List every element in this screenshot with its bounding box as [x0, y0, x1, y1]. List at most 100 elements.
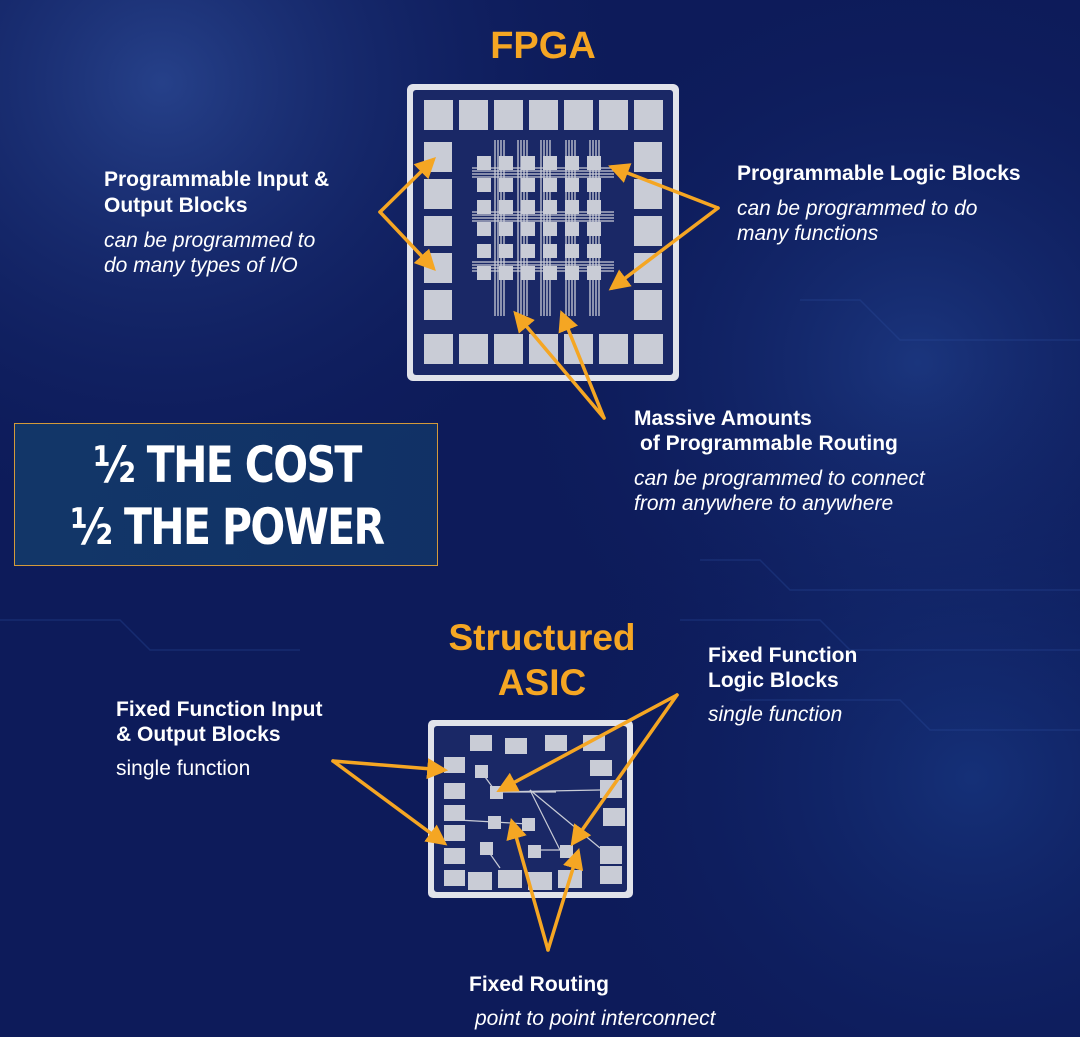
fpga-title: FPGA — [490, 25, 596, 67]
asic-io-block — [583, 735, 605, 751]
asic-io-block — [528, 872, 552, 890]
arrow-fpga-io-top — [378, 157, 436, 214]
asic-io-desc: single function — [116, 757, 251, 780]
fpga-io-block — [564, 100, 593, 130]
fpga-logic-block — [477, 178, 491, 192]
fpga-logic-block — [521, 178, 535, 192]
fpga-logic-block — [521, 244, 535, 258]
asic-routing-wire — [529, 789, 561, 851]
asic-logic-desc: single function — [708, 703, 843, 726]
fpga-io-block — [634, 100, 663, 130]
asic-io-title-line1: Fixed Function Input — [116, 698, 323, 721]
fpga-logic-block — [499, 244, 513, 258]
fpga-io-desc-line2: do many types of I/O — [104, 254, 298, 277]
fpga-logic-block — [477, 244, 491, 258]
arrow-asic-logic-bottom — [570, 693, 679, 847]
fpga-io-block — [424, 290, 452, 320]
arrows — [331, 157, 720, 952]
asic-io-block — [498, 870, 522, 888]
asic-logic-block — [475, 765, 488, 778]
arrow-fpga-logic-bottom — [608, 206, 720, 291]
asic-title-line1: Structured — [448, 617, 636, 658]
fpga-routing-desc-line2: from anywhere to anywhere — [634, 492, 894, 515]
fpga-io-block — [424, 216, 452, 246]
asic-logic-block — [560, 845, 573, 858]
cost-power-banner: ½ THE COST ½ THE POWER — [14, 423, 438, 566]
fpga-io-block — [494, 334, 523, 364]
fpga-io-title-line1: Programmable Input & — [104, 168, 330, 191]
asic-logic-block — [522, 818, 535, 831]
asic-io-block — [444, 783, 465, 799]
asic-io-block — [600, 846, 622, 864]
asic-logic-block — [488, 816, 501, 829]
asic-io-block — [600, 866, 622, 884]
fpga-io-block — [494, 100, 523, 130]
asic-io-block — [470, 735, 492, 751]
asic-io-block — [444, 848, 465, 864]
fpga-logic-block — [477, 266, 491, 280]
fpga-io-block — [529, 100, 558, 130]
fpga-io-block — [599, 100, 628, 130]
fpga-io-block — [424, 100, 453, 130]
arrow-fpga-io-bottom — [378, 210, 436, 272]
asic-io-block — [468, 872, 492, 890]
arrow-fpga-routing-right — [558, 310, 606, 420]
fpga-io-block — [634, 216, 662, 246]
arrow-asic-routing-right — [546, 847, 584, 952]
asic-io-block — [505, 738, 527, 754]
arrow-fpga-logic-top — [608, 163, 720, 210]
arrow-fpga-routing-left — [513, 310, 606, 420]
fpga-io-block — [459, 100, 488, 130]
arrow-asic-io-top — [331, 758, 449, 780]
fpga-routing-title-line1: Massive Amounts — [634, 407, 812, 430]
banner-power-line: ½ THE POWER — [70, 498, 386, 556]
asic-logic-block — [480, 842, 493, 855]
fpga-chip — [407, 84, 679, 381]
fpga-logic-block — [499, 266, 513, 280]
asic-io-title-line2: & Output Blocks — [116, 723, 281, 746]
fpga-io-block — [424, 253, 452, 283]
banner-cost-line: ½ THE COST — [93, 436, 362, 494]
fpga-routing-desc-line1: can be programmed to connect — [634, 467, 925, 490]
fpga-logic-block — [521, 222, 535, 236]
fpga-io-block — [459, 334, 488, 364]
asic-routing-title: Fixed Routing — [469, 973, 609, 996]
asic-logic-block — [528, 845, 541, 858]
arrow-asic-logic-top — [496, 693, 679, 792]
fpga-logic-desc-line1: can be programmed to do — [737, 197, 978, 220]
fpga-io-block — [634, 334, 663, 364]
fpga-io-title-line2: Output Blocks — [104, 194, 248, 217]
asic-io-block — [603, 808, 625, 826]
asic-io-block — [444, 805, 465, 821]
asic-title-line2: ASIC — [497, 662, 587, 703]
asic-logic-title-line2: Logic Blocks — [708, 669, 839, 692]
fpga-logic-block — [499, 156, 513, 170]
circuit-traces — [0, 299, 1080, 731]
arrow-asic-io-bottom — [331, 759, 448, 846]
asic-io-block — [545, 735, 567, 751]
asic-io-block — [444, 757, 465, 773]
fpga-io-block — [634, 290, 662, 320]
fpga-io-block — [599, 334, 628, 364]
fpga-routing-title-line2: of Programmable Routing — [640, 432, 898, 455]
fpga-logic-block — [499, 200, 513, 214]
fpga-io-block — [424, 179, 452, 209]
asic-logic-title-line1: Fixed Function — [708, 644, 858, 667]
structured-asic-chip — [428, 720, 633, 898]
asic-io-block — [444, 870, 465, 886]
fpga-logic-block — [499, 222, 513, 236]
fpga-io-block — [634, 142, 662, 172]
fpga-io-block — [424, 334, 453, 364]
fpga-logic-block — [499, 178, 513, 192]
arrow-asic-routing-left — [506, 817, 550, 952]
fpga-logic-block — [477, 222, 491, 236]
asic-io-block — [444, 825, 465, 841]
asic-routing-desc: point to point interconnect — [475, 1007, 716, 1030]
fpga-logic-title: Programmable Logic Blocks — [737, 162, 1021, 185]
fpga-io-desc-line1: can be programmed to — [104, 229, 316, 252]
fpga-logic-desc-line2: many functions — [737, 222, 879, 245]
fpga-logic-block — [477, 156, 491, 170]
asic-io-block — [590, 760, 612, 776]
fpga-io-block — [424, 142, 452, 172]
